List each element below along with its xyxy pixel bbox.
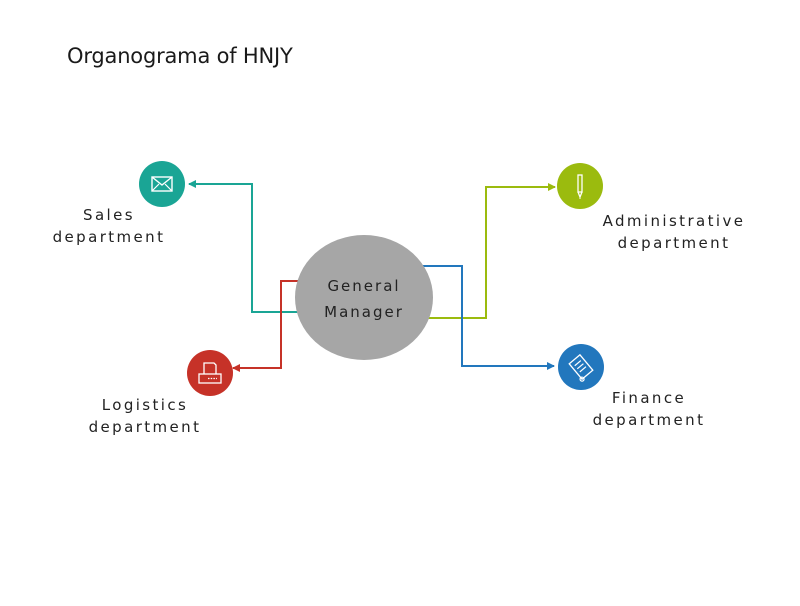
sales-label: Sales department bbox=[44, 204, 174, 248]
administrative-label-line1: Administrative bbox=[602, 212, 746, 230]
finance-label: Finance department bbox=[584, 387, 714, 431]
connector-sales bbox=[188, 180, 303, 313]
printer-icon bbox=[198, 362, 222, 384]
finance-node bbox=[558, 344, 604, 390]
connector-logistics bbox=[232, 280, 298, 372]
pen-icon bbox=[577, 174, 583, 199]
logistics-node bbox=[187, 350, 233, 396]
finance-label-line1: Finance bbox=[611, 389, 687, 407]
general-manager-label: General Manager bbox=[295, 273, 433, 325]
page-title: Organograma of HNJY bbox=[67, 44, 293, 68]
connector-finance bbox=[423, 265, 555, 370]
general-manager-node bbox=[295, 235, 433, 360]
administrative-label: Administrative department bbox=[594, 210, 754, 254]
administrative-label-line2: department bbox=[617, 234, 731, 252]
general-manager-line1: General bbox=[327, 277, 401, 295]
finance-label-line2: department bbox=[592, 411, 706, 429]
logistics-label-line1: Logistics bbox=[101, 396, 189, 414]
envelope-icon bbox=[151, 176, 173, 192]
sales-label-line1: Sales bbox=[83, 206, 135, 224]
document-icon bbox=[568, 353, 594, 382]
general-manager-line2: Manager bbox=[324, 303, 404, 321]
logistics-label-line2: department bbox=[88, 418, 202, 436]
administrative-node bbox=[557, 163, 603, 209]
connector-administrative bbox=[426, 183, 556, 319]
sales-label-line2: department bbox=[52, 228, 166, 246]
logistics-label: Logistics department bbox=[80, 394, 210, 438]
sales-node bbox=[139, 161, 185, 207]
